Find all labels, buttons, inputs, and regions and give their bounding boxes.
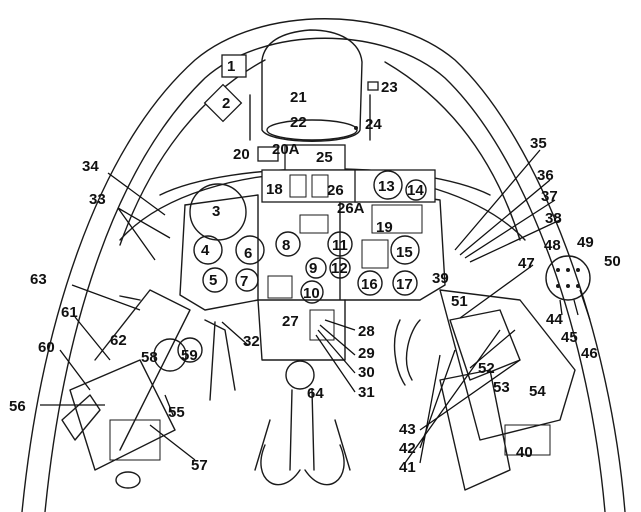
callout-27: 27 — [282, 313, 299, 330]
callout-16: 16 — [361, 276, 378, 293]
callout-3: 3 — [212, 203, 220, 220]
callout-30: 30 — [358, 364, 375, 381]
callout-34: 34 — [82, 158, 99, 175]
callout-4: 4 — [201, 242, 210, 259]
callout-21: 21 — [290, 89, 307, 106]
callout-45: 45 — [561, 329, 578, 346]
callout-48: 48 — [544, 237, 561, 254]
callout-labels: 1 2 3 4 5 6 7 8 9 10 11 12 13 14 15 16 1… — [9, 58, 621, 476]
callout-14: 14 — [407, 182, 424, 199]
callout-6: 6 — [244, 245, 252, 262]
callout-24: 24 — [365, 116, 382, 133]
center-pedestal — [254, 299, 351, 486]
canopy-frame — [21, 18, 626, 512]
callout-10: 10 — [303, 285, 320, 302]
callout-61: 61 — [61, 304, 78, 321]
callout-29: 29 — [358, 345, 375, 362]
callout-63: 63 — [30, 271, 47, 288]
callout-44: 44 — [546, 311, 563, 328]
callout-5: 5 — [209, 272, 217, 289]
callout-64: 64 — [307, 385, 324, 402]
callout-53: 53 — [493, 379, 510, 396]
callout-46: 46 — [581, 345, 598, 362]
callout-40: 40 — [516, 444, 533, 461]
callout-13: 13 — [378, 178, 395, 195]
callout-33: 33 — [89, 191, 106, 208]
callout-1: 1 — [227, 58, 235, 75]
callout-20A: 20A — [272, 141, 300, 158]
callout-54: 54 — [529, 383, 546, 400]
callout-26A: 26A — [337, 200, 365, 217]
callout-9: 9 — [309, 260, 317, 277]
callout-23: 23 — [381, 79, 398, 96]
callout-58: 58 — [141, 349, 158, 366]
callout-28: 28 — [358, 323, 375, 340]
callout-59: 59 — [181, 347, 198, 364]
callout-36: 36 — [537, 167, 554, 184]
callout-8: 8 — [282, 237, 290, 254]
callout-55: 55 — [168, 404, 185, 421]
callout-60: 60 — [38, 339, 55, 356]
callout-42: 42 — [399, 440, 416, 457]
callout-35: 35 — [530, 135, 547, 152]
gunsight-hud — [203, 29, 379, 171]
callout-41: 41 — [399, 459, 416, 476]
callout-15: 15 — [396, 244, 413, 261]
callout-52: 52 — [478, 360, 495, 377]
callout-17: 17 — [396, 276, 413, 293]
callout-7: 7 — [240, 273, 248, 290]
callout-12: 12 — [331, 260, 348, 277]
callout-25: 25 — [316, 149, 333, 166]
callout-31: 31 — [358, 384, 375, 401]
leader-lines — [40, 149, 591, 464]
callout-18: 18 — [266, 181, 283, 198]
callout-19: 19 — [376, 219, 393, 236]
callout-26: 26 — [327, 182, 344, 199]
callout-43: 43 — [399, 421, 416, 438]
callout-50: 50 — [604, 253, 621, 270]
callout-32: 32 — [243, 333, 260, 350]
callout-37: 37 — [541, 188, 558, 205]
callout-49: 49 — [577, 234, 594, 251]
callout-22: 22 — [290, 114, 307, 131]
callout-56: 56 — [9, 398, 26, 415]
callout-38: 38 — [545, 210, 562, 227]
callout-57: 57 — [191, 457, 208, 474]
callout-2: 2 — [222, 95, 230, 112]
callout-62: 62 — [110, 332, 127, 349]
callout-47: 47 — [518, 255, 535, 272]
callout-51: 51 — [451, 293, 468, 310]
callout-39: 39 — [432, 270, 449, 287]
left-console — [61, 289, 236, 489]
main-instrument-panel — [179, 169, 446, 311]
callout-20: 20 — [233, 146, 250, 163]
callout-11: 11 — [332, 237, 348, 254]
